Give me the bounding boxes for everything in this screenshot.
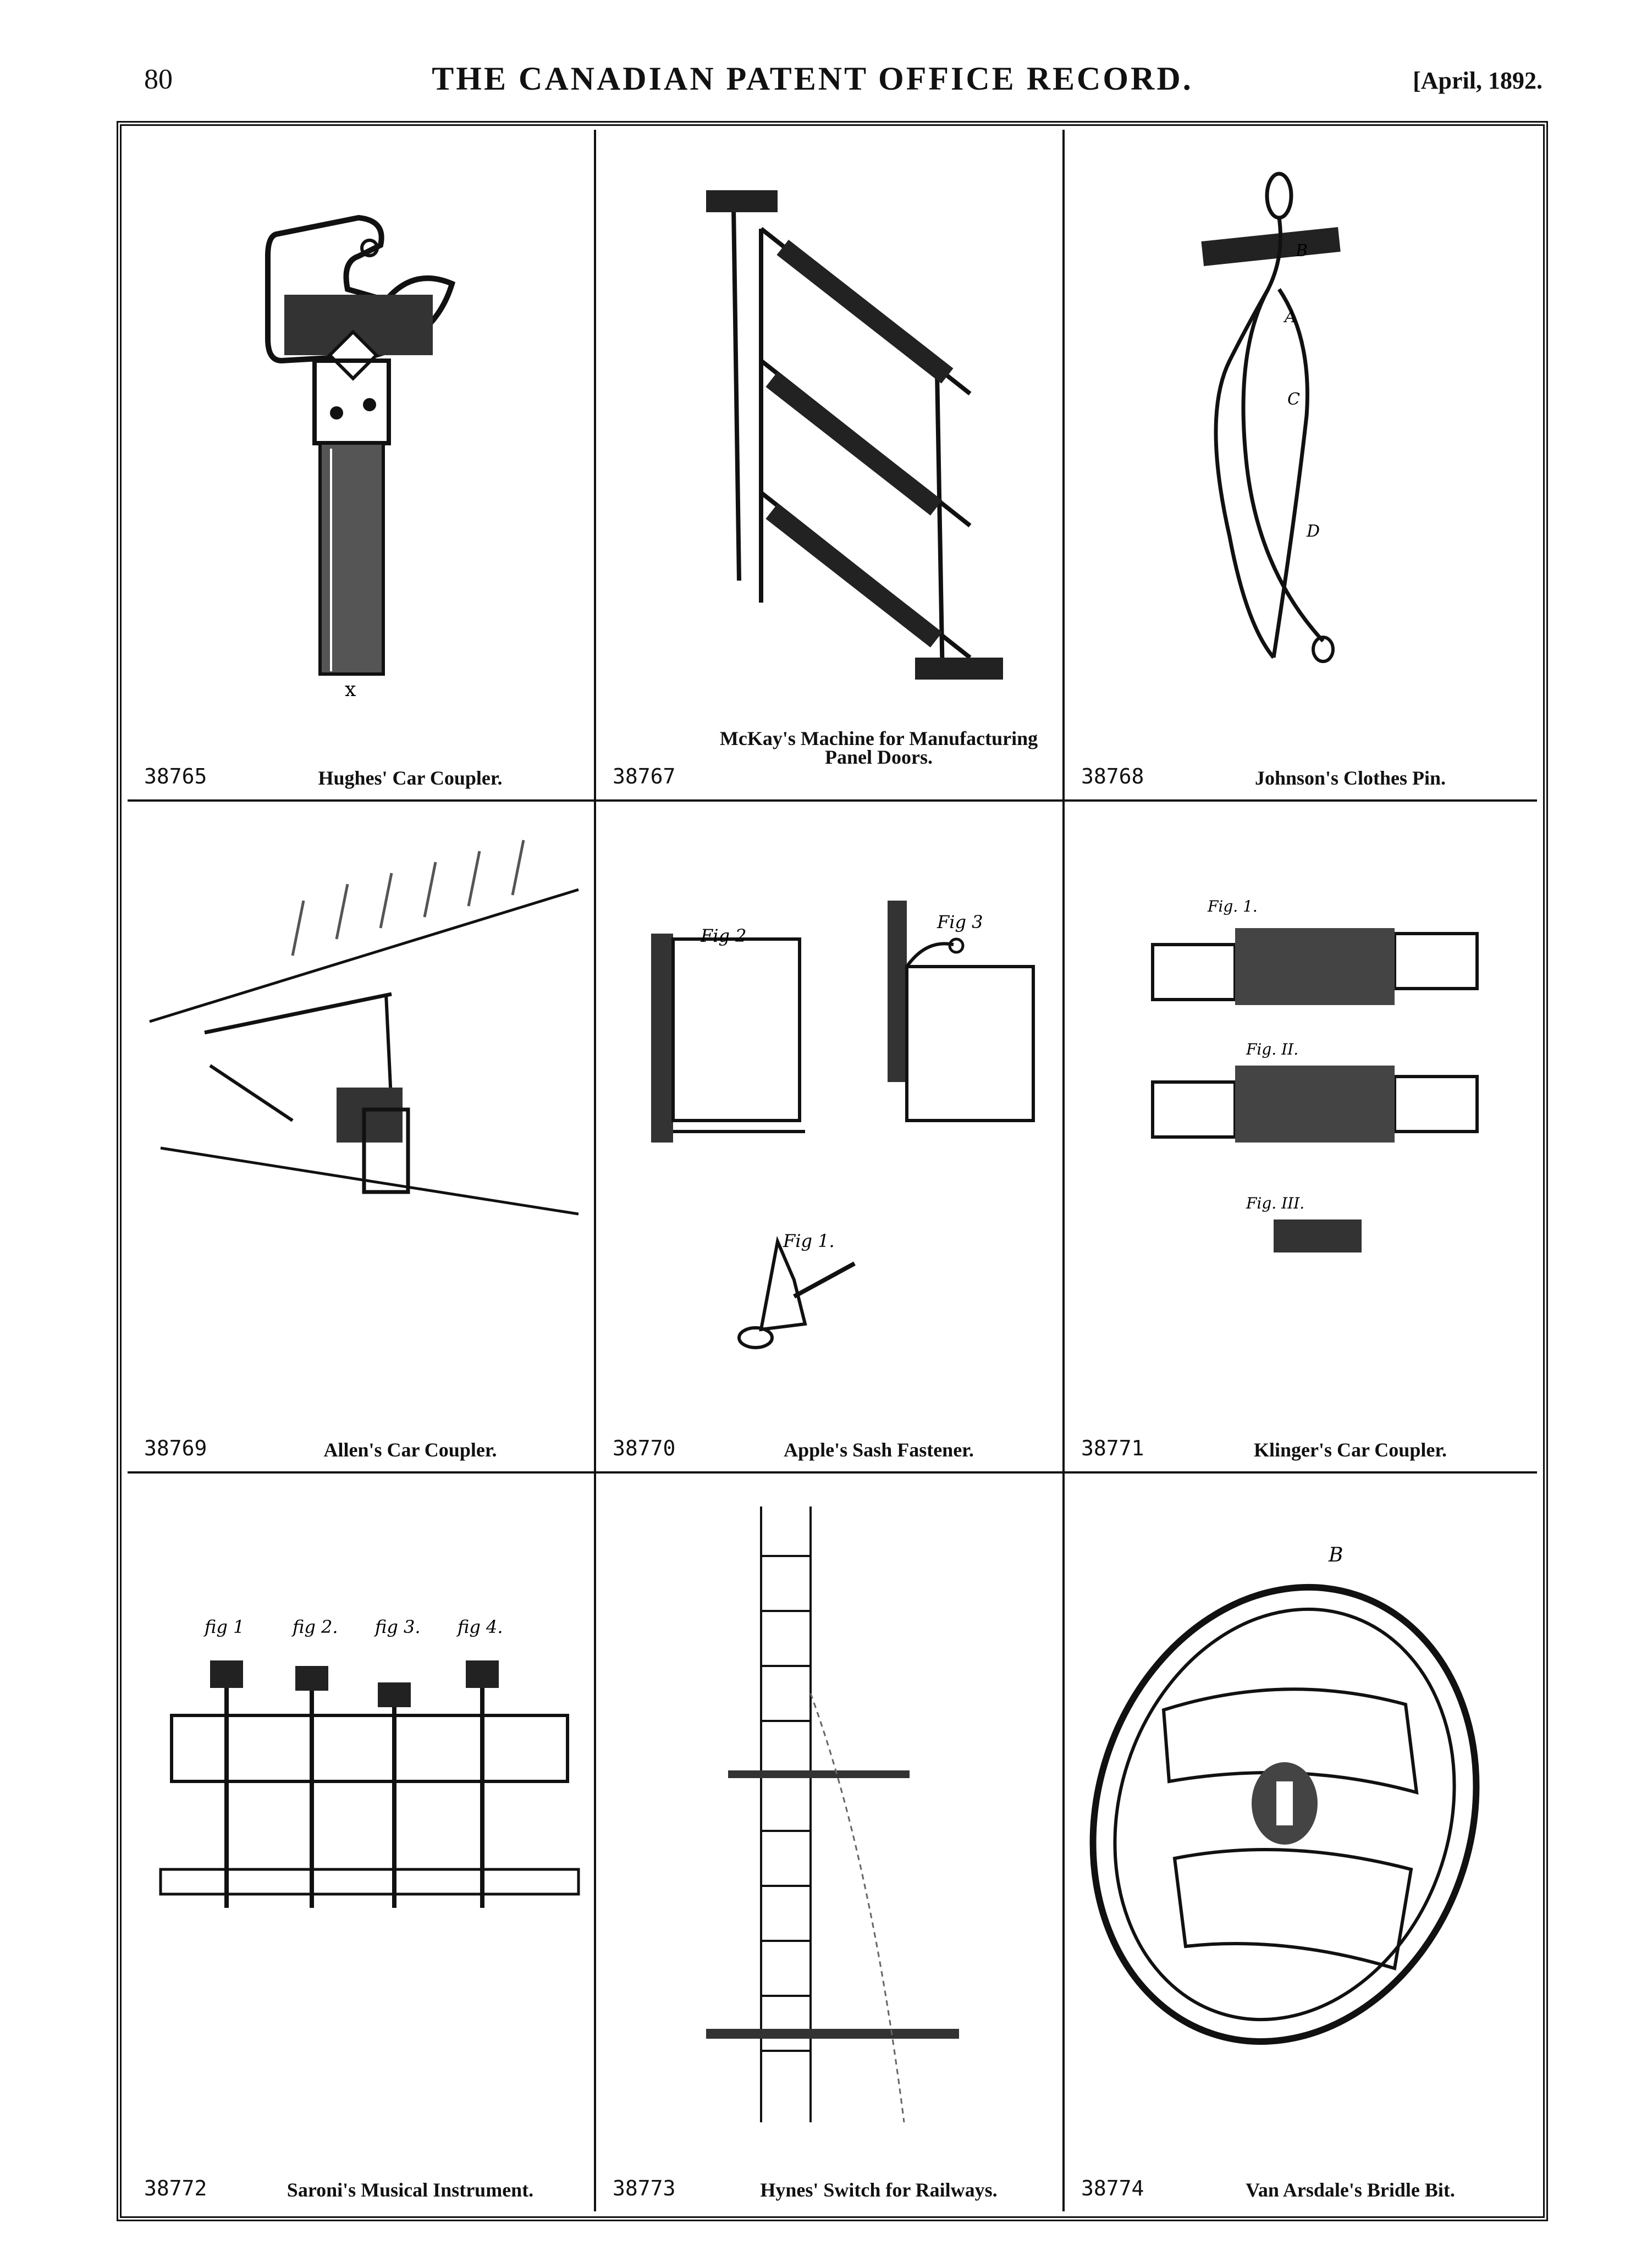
patent-caption: Van Arsdale's Bridle Bit. xyxy=(1246,2179,1455,2201)
column-divider xyxy=(594,130,596,2211)
svg-text:Fig 2: Fig 2 xyxy=(700,925,746,946)
patent-cell-38770: Fig 2 Fig 3 Fig 1. 38770 Apple's Sash Fa… xyxy=(596,802,1062,1471)
page-frame xyxy=(117,121,1548,2221)
svg-text:Fig. II.: Fig. II. xyxy=(1246,1040,1298,1058)
panel-door-machine-illustration xyxy=(706,190,1003,680)
patent-cell-38773: 38773 Hynes' Switch for Railways. xyxy=(596,1474,1062,2211)
patent-number: 38773 xyxy=(613,2176,676,2200)
musical-instrument-illustration: fig 1 fig 2. fig 3. fig 4. xyxy=(159,1616,580,1908)
svg-text:Fig. 1.: Fig. 1. xyxy=(1207,897,1258,915)
patent-cell-38769: 38769 Allen's Car Coupler. xyxy=(128,802,594,1471)
patent-caption: McKay's Machine for Manufacturing Panel … xyxy=(719,727,1038,768)
patent-number: 38769 xyxy=(144,1436,207,1460)
svg-text:B: B xyxy=(1295,241,1308,261)
patent-number: 38770 xyxy=(613,1436,676,1460)
patent-number: 38765 xyxy=(144,764,207,788)
svg-text:Fig. III.: Fig. III. xyxy=(1246,1194,1304,1212)
patent-cell-38768: B A C D 38768 Johnson's Clothes Pin. xyxy=(1065,130,1537,799)
car-coupler-linkage-illustration xyxy=(149,840,579,1216)
patent-cell-38765: x 38765 Hughes' Car Coupler. xyxy=(128,130,594,799)
column-divider xyxy=(1062,130,1065,2211)
svg-text:A: A xyxy=(1283,307,1297,327)
page-number: 80 xyxy=(144,64,173,95)
patent-grid: x 38765 Hughes' Car Coupler. 38767 xyxy=(128,130,1537,2211)
patent-caption: Hynes' Switch for Railways. xyxy=(760,2179,998,2201)
svg-text:fig 4.: fig 4. xyxy=(456,1616,503,1637)
page-header: 80 THE CANADIAN PATENT OFFICE RECORD. [A… xyxy=(0,52,1625,113)
patent-caption: Apple's Sash Fastener. xyxy=(784,1439,974,1461)
patent-caption: Johnson's Clothes Pin. xyxy=(1254,767,1446,789)
svg-text:B: B xyxy=(1328,1544,1343,1566)
patent-cell-38772: fig 1 fig 2. fig 3. fig 4. 38772 Saroni'… xyxy=(128,1474,594,2211)
publication-title: THE CANADIAN PATENT OFFICE RECORD. xyxy=(432,60,1193,97)
railway-switch-illustration xyxy=(706,1507,959,2123)
row-divider xyxy=(128,1471,1537,1474)
patent-number: 38768 xyxy=(1081,764,1144,788)
svg-text:Fig 3: Fig 3 xyxy=(937,912,983,932)
svg-text:Fig 1.: Fig 1. xyxy=(783,1230,835,1251)
patent-cell-38767: 38767 McKay's Machine for Manufacturing … xyxy=(596,130,1062,799)
patent-caption: Saroni's Musical Instrument. xyxy=(287,2179,534,2201)
svg-text:fig 1: fig 1 xyxy=(203,1616,244,1637)
patent-cell-38771: Fig. 1. Fig. II. Fig. III. 38771 Klinger… xyxy=(1065,802,1537,1471)
klinger-coupler-illustration: Fig. 1. Fig. II. Fig. III. xyxy=(1151,897,1479,1252)
patent-number: 38771 xyxy=(1081,1436,1144,1460)
patent-number: 38774 xyxy=(1081,2176,1144,2200)
clothes-pin-illustration: B A C D xyxy=(1201,172,1341,663)
bridle-bit-illustration: B xyxy=(1089,1544,1480,2045)
row-divider xyxy=(128,799,1537,802)
patent-caption: Hughes' Car Coupler. xyxy=(318,767,503,789)
issue-date: [April, 1892. xyxy=(1413,67,1543,94)
sash-fastener-illustration: Fig 2 Fig 3 Fig 1. xyxy=(651,901,1035,1349)
patent-number: 38767 xyxy=(613,764,676,788)
svg-text:D: D xyxy=(1306,522,1320,541)
patent-caption: Allen's Car Coupler. xyxy=(323,1439,497,1461)
svg-text:fig 3.: fig 3. xyxy=(374,1616,421,1637)
svg-text:C: C xyxy=(1287,390,1300,409)
patent-cell-38774: B 38774 Van Arsdale's Bridle Bit. xyxy=(1065,1474,1537,2211)
patent-number: 38772 xyxy=(144,2176,207,2200)
patent-caption: Klinger's Car Coupler. xyxy=(1253,1439,1447,1461)
svg-text:x: x xyxy=(345,678,356,701)
svg-text:fig 2.: fig 2. xyxy=(291,1616,338,1637)
car-coupler-illustration: x xyxy=(265,214,456,701)
